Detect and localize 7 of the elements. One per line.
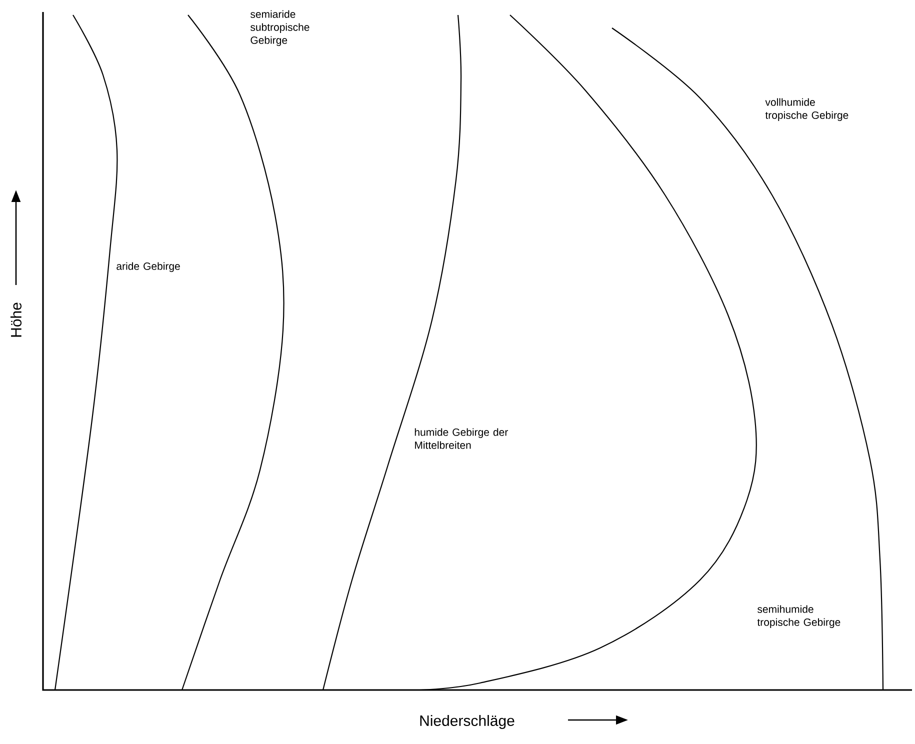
curve-label: vollhumide tropische Gebirge bbox=[765, 98, 848, 121]
axis-label: Höhe bbox=[10, 302, 22, 337]
curve-label: humide Gebirge der Mittelbreiten bbox=[414, 428, 508, 449]
curve-label: aride Gebirge bbox=[116, 262, 180, 272]
curve-label: semihumide tropische Gebirge bbox=[757, 605, 840, 628]
axis-label: Niederschläge bbox=[420, 715, 514, 729]
curve-label: semiaride subtropische Gebirge bbox=[250, 10, 310, 46]
